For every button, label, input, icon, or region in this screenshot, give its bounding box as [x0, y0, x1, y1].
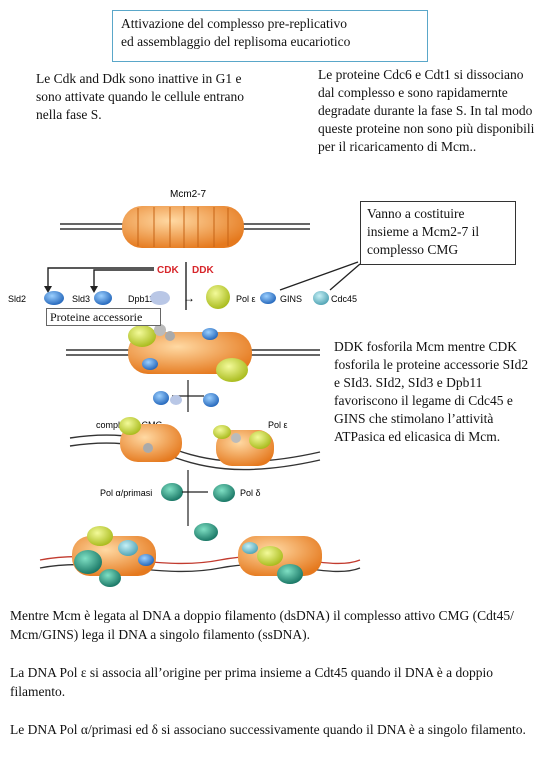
svg-text:→: →: [183, 291, 195, 305]
cdk-label: CDK: [157, 265, 179, 276]
complex-step2: [66, 324, 320, 382]
sld3-label: Sld3: [72, 294, 90, 304]
dpb11-protein: [150, 291, 170, 305]
released-dpb11: [170, 395, 182, 405]
pol-e2-label: Pol ε: [268, 420, 288, 430]
accessory-row: Sld2 Sld3 Dpb11 → Pol ε GINS Cdc45: [8, 285, 357, 309]
title-line-2: ed assemblaggio del replisoma eucariotic…: [121, 34, 351, 49]
replisome-diagram: Mcm2-7 CDK DDK Sld2 Sld3 Dpb11 → Pol ε G: [8, 189, 361, 587]
final-replisomes: [39, 523, 361, 587]
right-note: Le proteine Cdc6 e Cdt1 si dissociano da…: [318, 67, 535, 154]
released-sld-2: [203, 393, 219, 407]
left-note: Le Cdk and Ddk sono inattive in G1 e son…: [36, 71, 245, 122]
gins-label: GINS: [280, 294, 302, 304]
bottom-text: Mentre Mcm è legata al DNA a doppio fila…: [10, 606, 532, 758]
arrow-heads: [44, 286, 98, 293]
released-sld-1: [153, 391, 169, 405]
title-line-1: Attivazione del complesso pre-replicativ…: [121, 16, 348, 31]
cmg-note-box: Vanno a costituire insieme a Mcm2-7 il c…: [360, 201, 516, 265]
pol-delta-protein: [213, 484, 235, 502]
mcm-label: Mcm2-7: [170, 189, 207, 200]
sld2-protein: [44, 291, 64, 305]
cdc45-label: Cdc45: [331, 294, 357, 304]
pol-e-label: Pol ε: [236, 294, 256, 304]
mcm-complex-top: [60, 206, 310, 248]
complex-step3: [69, 417, 321, 471]
cmg-arrows: [279, 261, 361, 291]
sld2-label: Sld2: [8, 294, 26, 304]
accessory-label: Proteine accessorie: [46, 308, 161, 326]
step4-arrows: [182, 470, 208, 526]
pol-delta-label: Pol δ: [240, 488, 261, 498]
cdc45-protein: [313, 291, 329, 305]
pol-e-protein: [206, 285, 230, 309]
dpb11-label: Dpb11: [128, 294, 154, 304]
cmg-note: Vanno a costituire insieme a Mcm2-7 il c…: [367, 206, 480, 257]
ddk-label: DDK: [192, 265, 214, 276]
pol-alpha-label: Pol α/primasi: [100, 488, 152, 498]
sld3-protein: [94, 291, 112, 305]
paragraph-1: Mentre Mcm è legata al DNA a doppio fila…: [10, 608, 514, 642]
paragraph-3: Le DNA Pol α/primasi ed δ si associano s…: [10, 722, 526, 737]
paragraph-2: La DNA Pol ε si associa all’origine per …: [10, 665, 493, 699]
ddk-note: DDK fosforila Mcm mentre CDK fosforila l…: [334, 339, 529, 444]
cdk-arrows: [47, 262, 187, 310]
title-box: Attivazione del complesso pre-replicativ…: [112, 10, 428, 62]
pol-alpha-protein: [161, 483, 183, 501]
gins-protein: [260, 292, 276, 304]
